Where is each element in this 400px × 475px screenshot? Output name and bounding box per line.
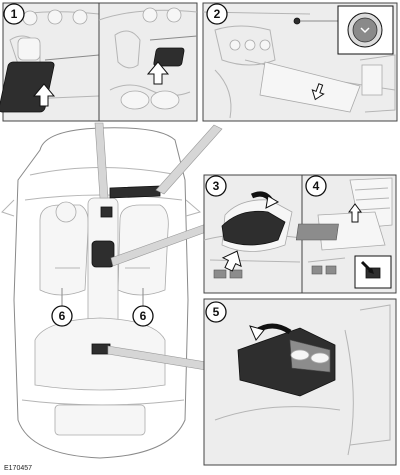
- pointer-lines: [94, 122, 223, 371]
- glovebox-lid: [259, 61, 361, 113]
- callout-3: [205, 175, 227, 197]
- panel-2: 2: [202, 2, 398, 122]
- callout-6-left: [51, 305, 73, 327]
- arrow-up-icon: [146, 61, 170, 85]
- callout-3-label: 3: [213, 179, 220, 193]
- panel-1-left: 1: [0, 2, 100, 122]
- panel-1-right: [98, 2, 198, 122]
- panel-4: 4: [295, 174, 397, 294]
- curved-arrow-icon: [249, 325, 265, 341]
- chevron-down-icon: [360, 27, 370, 34]
- callout-4: [305, 175, 327, 197]
- front-seat-left: [39, 204, 89, 296]
- callout-5: [205, 301, 227, 323]
- rear-armrest: [91, 343, 111, 355]
- panel-5: 5: [203, 298, 397, 466]
- arrow-up-icon: [32, 83, 56, 107]
- panel-3: 3: [203, 174, 303, 294]
- figure-code: E170457: [4, 465, 32, 472]
- arrow-down-icon: [311, 83, 325, 101]
- callout-2: [206, 3, 228, 25]
- console-armrest: [91, 240, 115, 268]
- callout-5-label: 5: [213, 305, 220, 319]
- arrow-up-icon: [221, 250, 242, 272]
- callout-1-label: 1: [11, 7, 18, 21]
- callout-2-label: 2: [214, 7, 221, 21]
- armrest-lid: [221, 210, 286, 246]
- glovebox-button: [293, 17, 301, 25]
- callout-4-label: 4: [313, 179, 320, 193]
- callout-6-right-label: 6: [140, 309, 147, 323]
- callout-6-right: [132, 305, 154, 327]
- callout-6-left-label: 6: [59, 309, 66, 323]
- arrow-up-icon: [348, 203, 362, 223]
- curved-arrow-icon: [265, 195, 280, 209]
- callout-1: [3, 3, 25, 25]
